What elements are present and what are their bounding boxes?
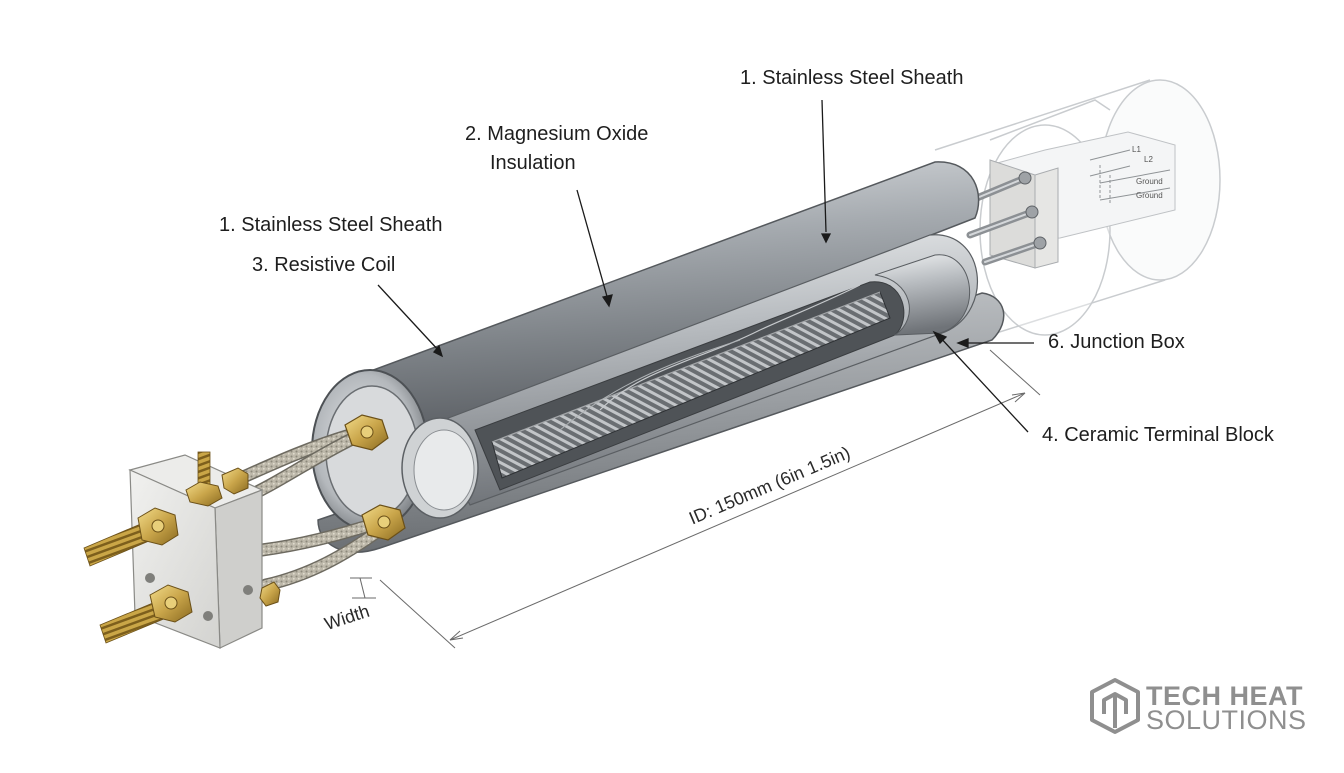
label-resistive-coil: 3. Resistive Coil bbox=[252, 254, 396, 276]
insulation-end-cap bbox=[874, 254, 971, 336]
marking-ground-2: Ground bbox=[1136, 191, 1163, 200]
logo-text-line1: TECH HEAT bbox=[1146, 681, 1303, 711]
label-magnesium-oxide-line1: 2. Magnesium Oxide bbox=[465, 123, 649, 145]
junction-markings: L1 L2 Ground Ground bbox=[1132, 145, 1163, 200]
label-stainless-steel-sheath-left: 1. Stainless Steel Sheath bbox=[219, 214, 443, 236]
end-face-brass-nuts bbox=[344, 414, 406, 541]
label-junction-box: 6. Junction Box bbox=[1048, 331, 1185, 353]
terminal-studs bbox=[83, 451, 281, 644]
label-magnesium-oxide-line2: Insulation bbox=[490, 152, 576, 174]
logo-text-line2: SOLUTIONS bbox=[1146, 705, 1307, 735]
dimension-lines bbox=[350, 349, 1041, 649]
label-stainless-steel-sheath-top: 1. Stainless Steel Sheath bbox=[740, 67, 964, 89]
marking-l2: L2 bbox=[1144, 155, 1153, 164]
marking-ground-1: Ground bbox=[1136, 177, 1163, 186]
label-ceramic-terminal-block: 4. Ceramic Terminal Block bbox=[1042, 424, 1274, 446]
resistive-coil bbox=[491, 284, 891, 479]
leader-lines bbox=[377, 99, 1034, 433]
marking-l1: L1 bbox=[1132, 145, 1141, 154]
logo-mark bbox=[1090, 678, 1140, 734]
